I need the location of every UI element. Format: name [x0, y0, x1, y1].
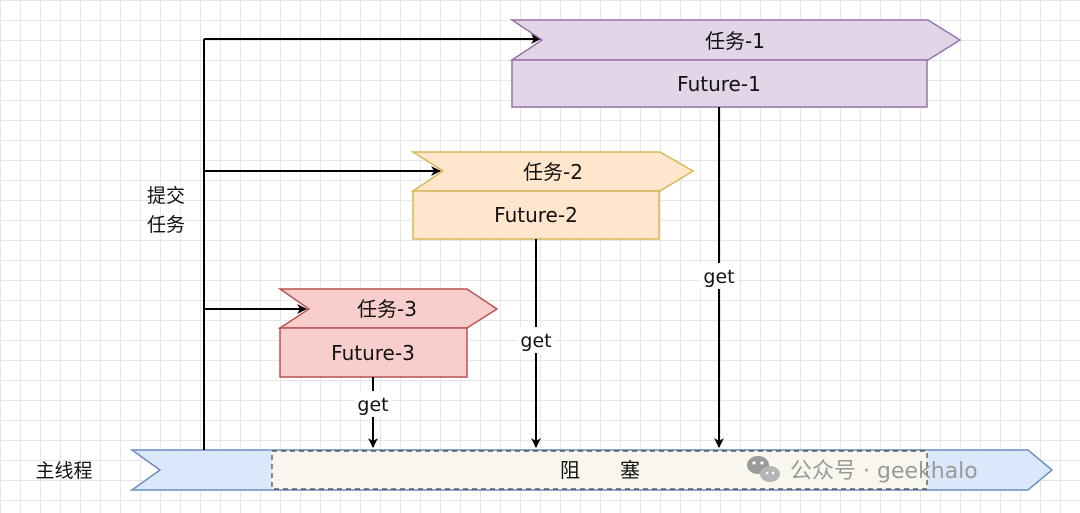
get-3-label: get — [357, 394, 388, 416]
get-3-label-bg — [354, 391, 392, 417]
future-1-box — [511, 59, 928, 108]
future-2-label: Future-2 — [494, 203, 578, 227]
task-2-header-shape — [410, 151, 695, 192]
get-2-label-bg — [517, 327, 555, 353]
watermark-text: 公众号 · geekhalo — [790, 459, 978, 484]
future-1-label: Future-1 — [677, 72, 761, 96]
future-3-box — [279, 327, 468, 378]
main-thread-label: 主线程 — [35, 460, 92, 482]
watermark: 公众号 · geekhalo — [747, 456, 978, 484]
blocking-region — [271, 450, 928, 490]
task-1: 任务-1 Future-1 — [509, 19, 962, 108]
task-3: 任务-3 Future-3 — [277, 288, 499, 378]
main-thread-band: 阻 塞 — [129, 449, 1054, 491]
task-2: 任务-2 Future-2 — [410, 151, 695, 240]
wechat-icon — [747, 456, 780, 482]
submit-connectors — [203, 34, 541, 450]
task-3-title: 任务-3 — [357, 297, 417, 321]
task-1-header-shape — [509, 19, 962, 61]
get-1-label: get — [703, 266, 734, 288]
task-2-title: 任务-2 — [523, 160, 583, 184]
task-1-title: 任务-1 — [705, 29, 765, 53]
future-3-label: Future-3 — [331, 341, 415, 365]
get-1-label-bg — [700, 263, 738, 289]
submit-label-line1: 提交 — [147, 185, 185, 207]
submit-label-line2: 任务 — [147, 214, 185, 236]
blocking-label: 阻 塞 — [560, 458, 640, 482]
get-2-label: get — [520, 330, 551, 352]
